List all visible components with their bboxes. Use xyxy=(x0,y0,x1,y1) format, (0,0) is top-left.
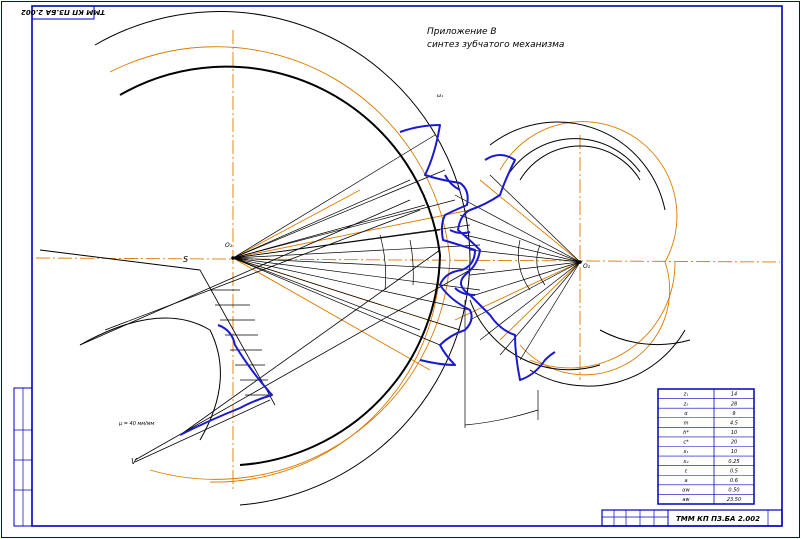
center-o2 xyxy=(578,260,582,264)
table-param-name: a xyxy=(684,478,687,484)
table-param-name: z₁ xyxy=(683,392,689,398)
table-param-name: α xyxy=(684,411,688,417)
rack-arcs xyxy=(39,249,221,441)
parameters-table: z₁ 14 z₂ 28 α 9 m 4.5 h* 10 c* 20 x₁ 10 x₂ 0.25 ε 0.5 a 0.6… xyxy=(657,388,755,505)
table-param-value: 0.6 xyxy=(730,478,738,484)
table-param-value: 23.50 xyxy=(727,497,741,503)
title-block: ТММ КП ПЗ.БА 2.002 xyxy=(601,509,783,527)
rotated-stamp-code: ТММ КП ПЗ.БА 2.002 xyxy=(21,8,105,16)
table-param-value: 14 xyxy=(731,392,737,398)
table-param-value: 0.25 xyxy=(728,459,739,465)
table-param-name: x₁ xyxy=(683,449,689,455)
table-param-name: z₂ xyxy=(683,401,689,407)
table-param-value: 10 xyxy=(731,449,737,455)
label-s: S xyxy=(183,255,188,264)
table-param-name: ε xyxy=(685,468,688,474)
label-w1: ω₁ xyxy=(437,93,443,99)
label-scale: μ = 40 мм/мм xyxy=(118,421,155,427)
table-param-name: c* xyxy=(683,440,689,446)
center-o1 xyxy=(231,256,235,260)
gear2-circles xyxy=(469,121,691,387)
angle-dimensions xyxy=(379,234,546,428)
table-param-value: 9 xyxy=(732,411,735,417)
table-param-value: 0.5 xyxy=(730,468,738,474)
gear1-circles xyxy=(94,11,471,506)
drawing-frame xyxy=(31,5,783,527)
table-param-value: 20 xyxy=(731,440,737,446)
table-param-name: x₂ xyxy=(683,459,689,465)
label-o2: O₂ xyxy=(583,263,591,270)
table-param-value: 0.50 xyxy=(728,488,739,494)
table-param-value: 28 xyxy=(731,401,737,407)
table-param-value: 10 xyxy=(731,430,737,436)
stamp-code: ТММ КП ПЗ.БА 2.002 xyxy=(676,515,760,523)
top-left-code-box: ТММ КП ПЗ.БА 2.002 xyxy=(21,5,105,20)
label-o1: O₁ xyxy=(225,242,233,249)
construction-rays-o1 xyxy=(232,134,486,346)
left-binding-strip xyxy=(13,387,33,527)
table-param-name: m xyxy=(684,420,689,426)
label-v: V xyxy=(131,457,137,466)
table-param-name: h* xyxy=(683,430,689,436)
table-param-name: aw xyxy=(682,497,690,503)
title-line-2: синтез зубчатого механизма xyxy=(427,40,564,50)
title-line-1: Приложение В xyxy=(427,27,497,37)
tooth-profiles xyxy=(179,124,556,436)
table-param-value: 4.5 xyxy=(730,420,738,426)
construction-rays-o2 xyxy=(454,174,581,361)
table-param-name: αw xyxy=(682,488,690,494)
